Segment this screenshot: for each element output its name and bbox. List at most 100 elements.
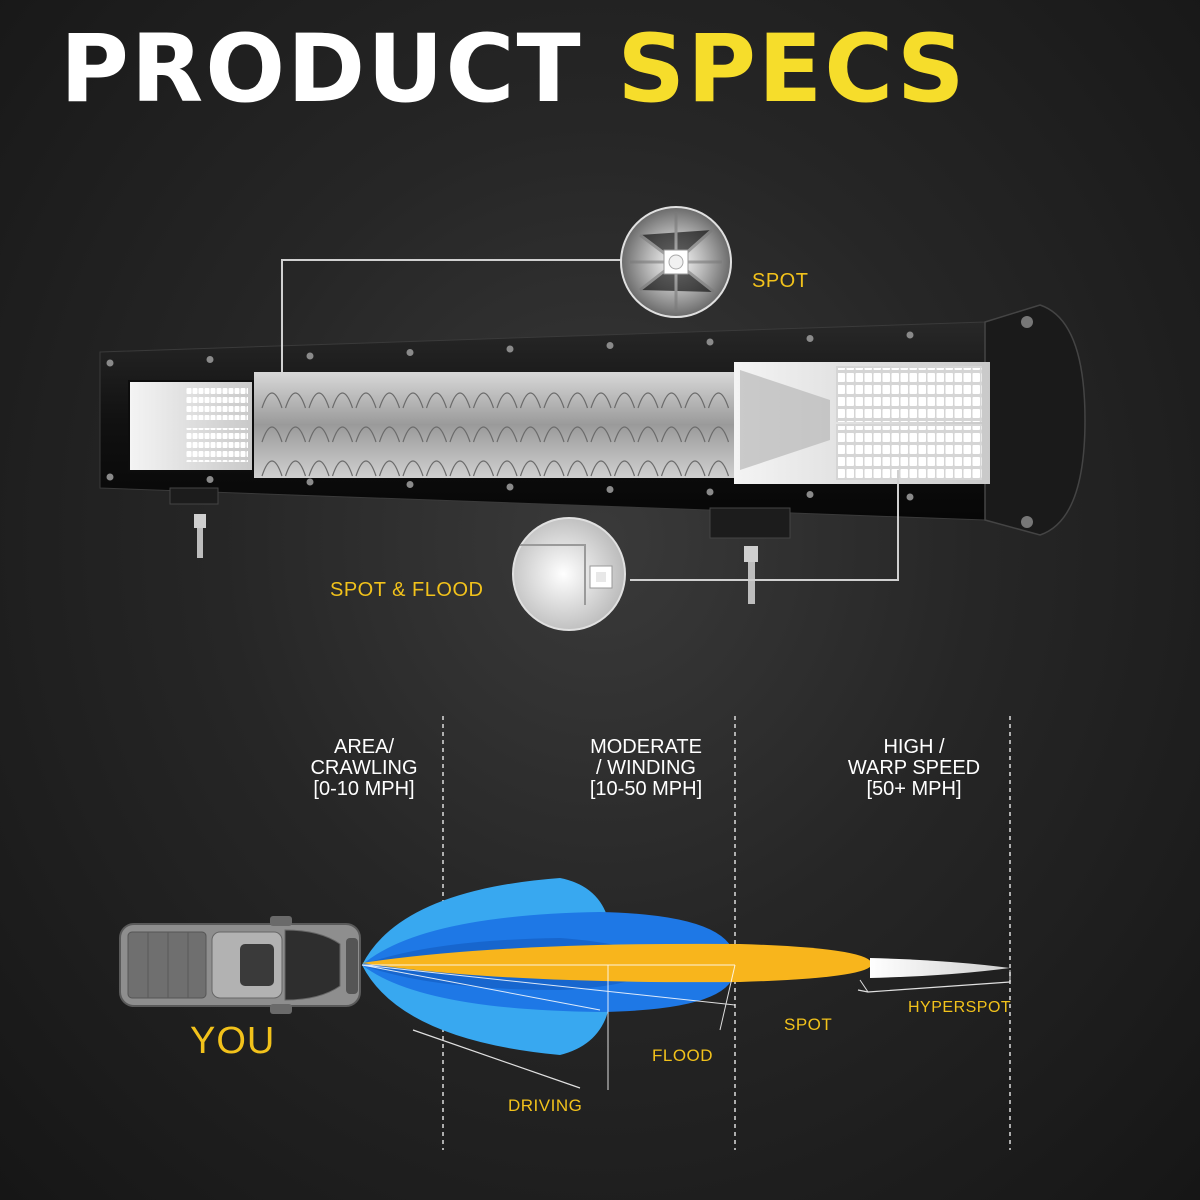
spot-beam <box>362 943 872 983</box>
screw <box>306 478 314 486</box>
reflector-cell <box>566 426 589 443</box>
reflector-cell <box>261 426 283 443</box>
driving-beam-label: DRIVING <box>508 1096 583 1115</box>
reflector-cell <box>707 426 730 443</box>
reflector-cell <box>519 460 542 477</box>
beam-pattern-diagram <box>361 878 1011 1090</box>
reflector-cell <box>284 460 307 477</box>
reflector-cell <box>613 460 636 477</box>
zone-moderate-winding: MODERATE / WINDING [10-50 MPH] <box>546 737 746 800</box>
led-light-bar <box>99 304 1086 604</box>
spot-led-closeup <box>620 206 732 318</box>
screw <box>706 488 714 496</box>
zone-high-warp-speed: HIGH / WARP SPEED [50+ MPH] <box>814 737 1014 800</box>
spot-beam-label: SPOT <box>784 1015 833 1034</box>
screw <box>406 349 414 356</box>
spot-flood-callout-label: SPOT & FLOOD <box>330 579 484 601</box>
reflector-cell <box>331 426 354 443</box>
reflector-cell <box>331 460 354 477</box>
reflector-cell <box>707 392 730 409</box>
reflector-cell <box>637 460 659 477</box>
reflector-cell <box>284 426 307 443</box>
screw <box>706 338 714 346</box>
reflector-cell <box>402 460 424 477</box>
reflector-cell <box>355 460 377 477</box>
reflector-cell <box>425 392 448 409</box>
flood-led-closeup <box>512 517 626 631</box>
reflector-cell <box>637 426 659 443</box>
screw <box>606 486 614 493</box>
reflector-cell <box>519 392 542 409</box>
reflector-cell <box>472 460 495 477</box>
screw <box>506 483 514 491</box>
reflector-cell <box>637 392 659 409</box>
callout-leader-lines <box>281 259 899 581</box>
screw <box>106 473 114 481</box>
reflector-cell <box>590 392 612 409</box>
zone-line: AREA/ <box>333 736 395 758</box>
spot-reflector-array <box>254 372 734 478</box>
reflector-cell <box>566 460 589 477</box>
zone-line: [50+ MPH] <box>866 778 962 800</box>
reflector-cell <box>613 426 636 443</box>
zone-area-crawling: AREA/ CRAWLING [0-10 MPH] <box>264 737 464 800</box>
screw <box>806 491 814 498</box>
reflector-cell <box>519 426 542 443</box>
reflector-cell <box>684 426 706 443</box>
reflector-cell <box>449 426 471 443</box>
reflector-cell <box>707 460 730 477</box>
screw <box>906 493 914 501</box>
truck-top-view <box>119 916 361 1014</box>
screw <box>906 331 914 339</box>
reflector-cell <box>566 392 589 409</box>
reflector-cell <box>496 392 518 409</box>
reflector-cell <box>425 426 448 443</box>
screw <box>506 345 514 353</box>
reflector-cell <box>261 460 283 477</box>
reflector-cell <box>684 392 706 409</box>
screw <box>606 342 614 349</box>
reflector-cell <box>402 426 424 443</box>
screw <box>406 481 414 488</box>
reflector-cell <box>684 460 706 477</box>
reflector-cell <box>378 460 401 477</box>
hyperspot-beam <box>870 958 1010 978</box>
reflector-cell <box>660 426 683 443</box>
screw <box>206 356 214 363</box>
reflector-cell <box>496 460 518 477</box>
hyperspot-label: HYPERSPOT <box>908 999 1012 1016</box>
page-title: PRODUCT SPECS <box>60 18 967 121</box>
reflector-cell <box>449 460 471 477</box>
reflector-cell <box>496 426 518 443</box>
spot-callout-label: SPOT <box>752 270 809 292</box>
reflector-cell <box>308 392 330 409</box>
beam-leader-lines <box>412 981 1011 1089</box>
reflector-cell <box>590 426 612 443</box>
zone-line: MODERATE <box>590 736 702 758</box>
zone-line: [0-10 MPH] <box>313 778 415 800</box>
zone-line: WARP SPEED <box>847 757 981 779</box>
reflector-cell <box>425 460 448 477</box>
zone-line: HIGH / <box>883 736 945 758</box>
screw <box>106 359 114 367</box>
screw <box>806 335 814 342</box>
zone-line: CRAWLING <box>310 757 418 779</box>
reflector-cell <box>660 392 683 409</box>
screw <box>206 476 214 483</box>
zone-line: [10-50 MPH] <box>589 778 703 800</box>
reflector-cell <box>449 392 471 409</box>
reflector-cell <box>472 392 495 409</box>
reflector-cell <box>284 392 307 409</box>
reflector-cell <box>543 426 565 443</box>
reflector-cell <box>590 460 612 477</box>
zone-line: / WINDING <box>596 757 696 779</box>
title-word-specs: SPECS <box>617 15 967 124</box>
reflector-cell <box>543 392 565 409</box>
reflector-cell <box>402 392 424 409</box>
reflector-cell <box>355 392 377 409</box>
reflector-cell <box>261 392 283 409</box>
reflector-cell <box>378 392 401 409</box>
reflector-cell <box>660 460 683 477</box>
reflector-cell <box>308 426 330 443</box>
reflector-cell <box>543 460 565 477</box>
